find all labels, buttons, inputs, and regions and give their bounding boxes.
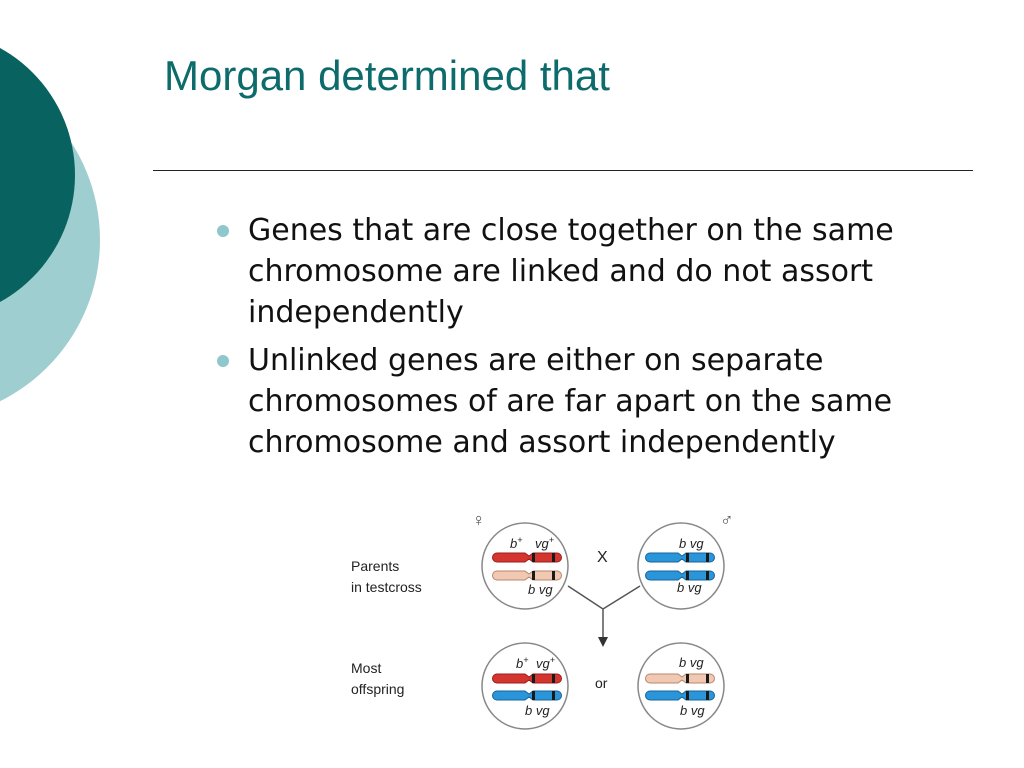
cross-symbol: X — [597, 549, 608, 566]
offspring-label-line1: Most — [351, 660, 381, 676]
blue-chromosome — [645, 552, 715, 563]
svg-text:b vg: b vg — [677, 580, 702, 595]
or-label: or — [595, 675, 608, 691]
pink-chromosome — [492, 570, 562, 581]
female-parent-cell: b+ vg+ b vg — [481, 522, 569, 610]
svg-text:b vg: b vg — [525, 703, 550, 718]
down-arrow-icon — [598, 637, 608, 647]
cross-lines — [567, 585, 641, 640]
blue-chromosome — [645, 690, 715, 701]
bullet-item: Unlinked genes are either on separate ch… — [214, 340, 974, 463]
parents-label-line2: in testcross — [351, 579, 422, 595]
svg-text:vg+: vg+ — [535, 535, 554, 551]
offspring-wildtype-cell: b+ vg+ b vg — [481, 642, 569, 730]
svg-text:b+: b+ — [516, 655, 529, 671]
bullet-list: Genes that are close together on the sam… — [214, 210, 974, 470]
bullet-dot-icon — [217, 355, 229, 367]
svg-text:b vg: b vg — [679, 536, 704, 551]
red-chromosome — [492, 552, 562, 563]
decorative-circles — [0, 48, 100, 402]
bullet-text: Genes that are close together on the sam… — [248, 213, 894, 330]
red-chromosome — [492, 673, 562, 684]
male-symbol-icon: ♂ — [720, 510, 734, 530]
dark-teal-circle — [0, 48, 75, 302]
offspring-mutant-cell: b vg b vg — [637, 642, 725, 730]
blue-chromosome — [645, 570, 715, 581]
offspring-label-line2: offspring — [351, 681, 404, 697]
bullet-item: Genes that are close together on the sam… — [214, 210, 974, 333]
svg-text:b vg: b vg — [679, 655, 704, 670]
female-symbol-icon: ♀ — [472, 510, 486, 530]
blue-chromosome — [492, 690, 562, 701]
title-divider — [153, 170, 973, 171]
svg-text:b vg: b vg — [680, 703, 705, 718]
bullet-text: Unlinked genes are either on separate ch… — [248, 343, 893, 460]
testcross-diagram: Parents in testcross Most offspring ♀ ♂ … — [351, 510, 734, 730]
pink-chromosome — [645, 673, 715, 684]
bullet-dot-icon — [217, 225, 229, 237]
slide-title: Morgan determined that — [164, 52, 610, 99]
male-parent-cell: b vg b vg — [637, 522, 725, 610]
svg-text:vg+: vg+ — [536, 655, 555, 671]
svg-text:b+: b+ — [510, 535, 523, 551]
svg-text:b vg: b vg — [528, 582, 553, 597]
parents-label-line1: Parents — [351, 558, 399, 574]
